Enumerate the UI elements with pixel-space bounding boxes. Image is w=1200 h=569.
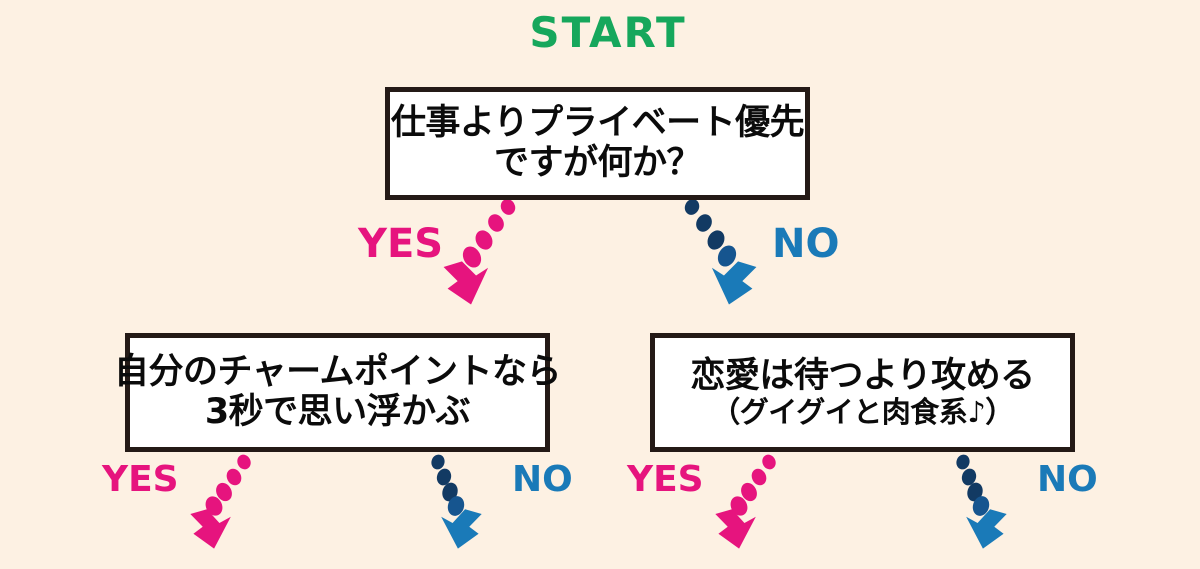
- question-line: 恋愛は待つより攻める: [690, 355, 1035, 396]
- start-label: START: [529, 8, 687, 57]
- question-box-left: 自分のチャームポイントなら 3秒で思い浮かぶ: [114, 333, 562, 452]
- arrow-left-no: [431, 454, 482, 549]
- branch-label-start-yes: YES: [358, 221, 444, 267]
- question-line: 自分のチャームポイントなら: [113, 352, 562, 393]
- arrow-start-yes: [443, 199, 516, 305]
- branch-label-left-yes: YES: [102, 459, 179, 500]
- question-box-start: 仕事よりプライベート優先 ですが何か？: [385, 87, 810, 200]
- question-line: （グイグイと肉食系♪）: [711, 394, 1014, 429]
- question-box-right: 恋愛は待つより攻める （グイグイと肉食系♪）: [650, 333, 1075, 452]
- question-line: 3秒で思い浮かぶ: [204, 391, 471, 432]
- arrow-right-no: [956, 454, 1007, 549]
- question-line: ですが何か？: [493, 142, 702, 183]
- question-line: 仕事よりプライベート優先: [390, 103, 805, 144]
- branch-label-right-yes: YES: [627, 459, 704, 500]
- branch-label-start-no: NO: [772, 221, 840, 267]
- arrow-start-no: [684, 199, 757, 305]
- arrow-left-yes: [190, 454, 251, 549]
- branch-label-left-no: NO: [512, 459, 573, 500]
- arrow-right-yes: [715, 454, 776, 549]
- branch-label-right-no: NO: [1037, 459, 1098, 500]
